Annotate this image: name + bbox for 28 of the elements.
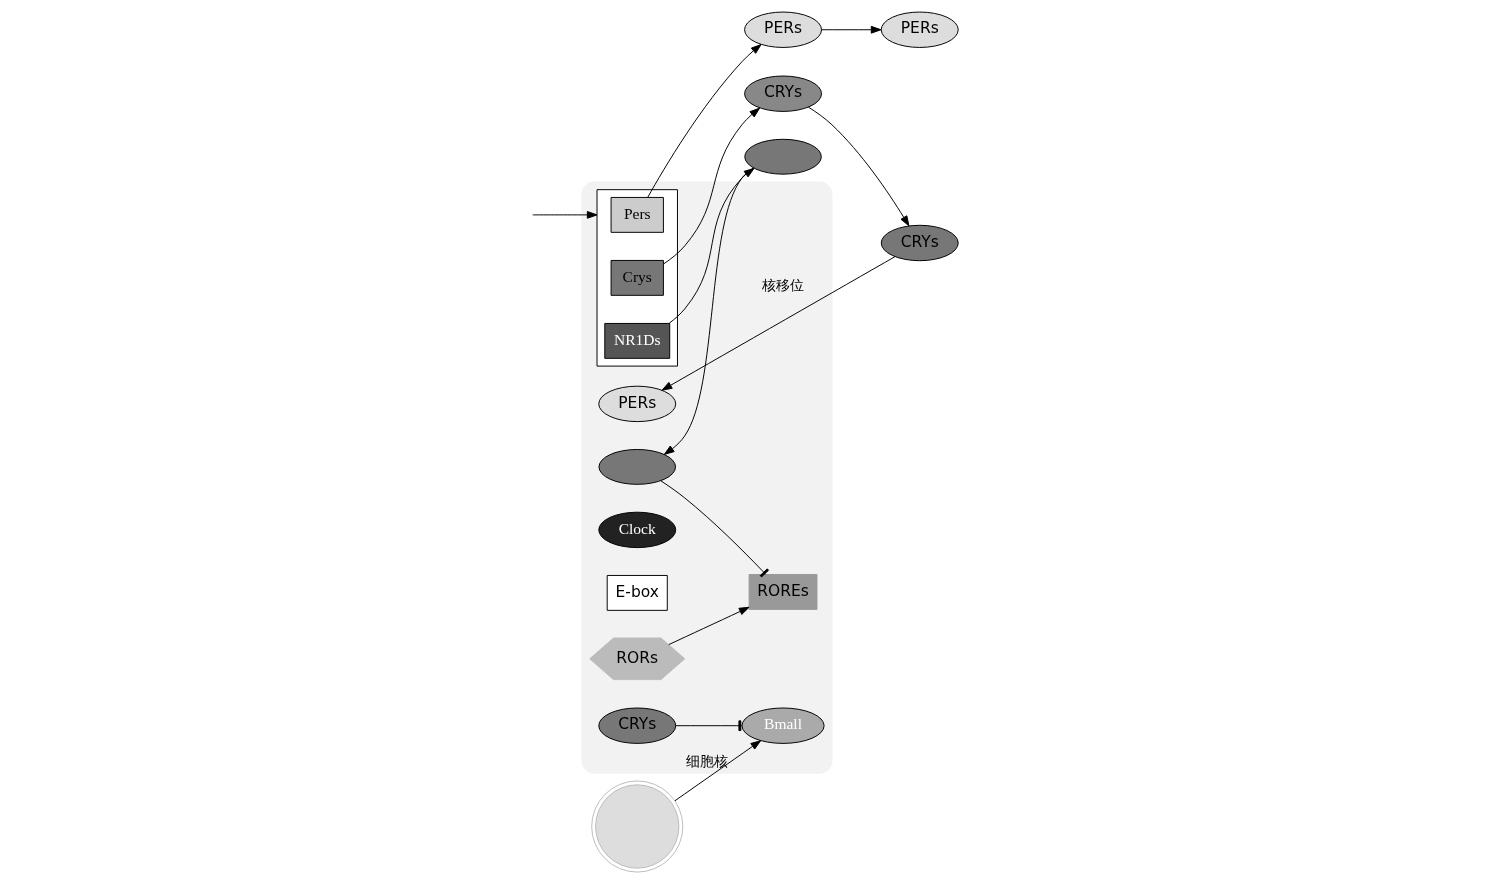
node-ellipse: Bmall	[741, 707, 825, 744]
node-ellipse	[744, 138, 822, 175]
node-ellipse: PERs	[880, 11, 959, 48]
node-box: ROREs	[748, 574, 818, 610]
arrow	[663, 107, 761, 265]
node-ellipse: PERs	[598, 385, 677, 423]
node-ellipse	[598, 448, 677, 485]
node-ellipse: Clock	[598, 511, 677, 549]
node-ellipse: CRYs	[880, 224, 959, 262]
node-box: E-box	[606, 574, 668, 611]
node-ellipse: CRYs	[744, 75, 822, 112]
node-circle	[591, 780, 684, 873]
arrow	[661, 256, 896, 391]
node-box: Crys	[610, 259, 664, 296]
node-box: NR1Ds	[604, 322, 671, 359]
edge-label: 核移位	[762, 276, 805, 293]
cluster	[596, 189, 678, 367]
arrow	[647, 44, 762, 198]
arrow	[674, 740, 762, 802]
connector	[675, 720, 743, 732]
arrow	[668, 606, 750, 646]
arrow	[821, 25, 882, 34]
node-ellipse: PERs	[744, 11, 822, 48]
arrow	[532, 211, 598, 219]
arrow	[807, 106, 910, 227]
connector	[660, 480, 770, 578]
node-ellipse: CRYs	[598, 707, 677, 744]
node-box: Pers	[610, 196, 664, 233]
